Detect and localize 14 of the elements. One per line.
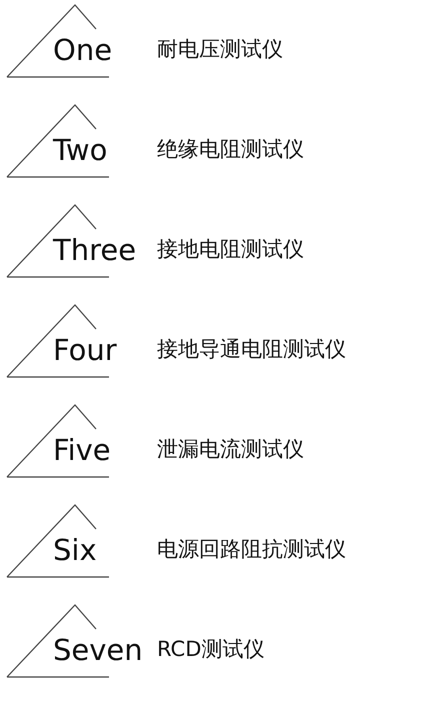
number-word: Six (53, 532, 97, 568)
number-word: Three (53, 232, 136, 268)
number-word: Two (53, 132, 108, 168)
number-word: One (53, 32, 112, 68)
device-name: 绝缘电阻测试仪 (157, 136, 304, 162)
device-name: 电源回路阻抗测试仪 (157, 536, 346, 562)
number-word: Four (53, 332, 117, 368)
device-name: 耐电压测试仪 (157, 36, 283, 62)
device-name: RCD测试仪 (157, 636, 264, 662)
device-name: 泄漏电流测试仪 (157, 436, 304, 462)
device-name: 接地导通电阻测试仪 (157, 336, 346, 362)
number-word: Seven (53, 632, 143, 668)
number-word: Five (53, 432, 111, 468)
device-name: 接地电阻测试仪 (157, 236, 304, 262)
